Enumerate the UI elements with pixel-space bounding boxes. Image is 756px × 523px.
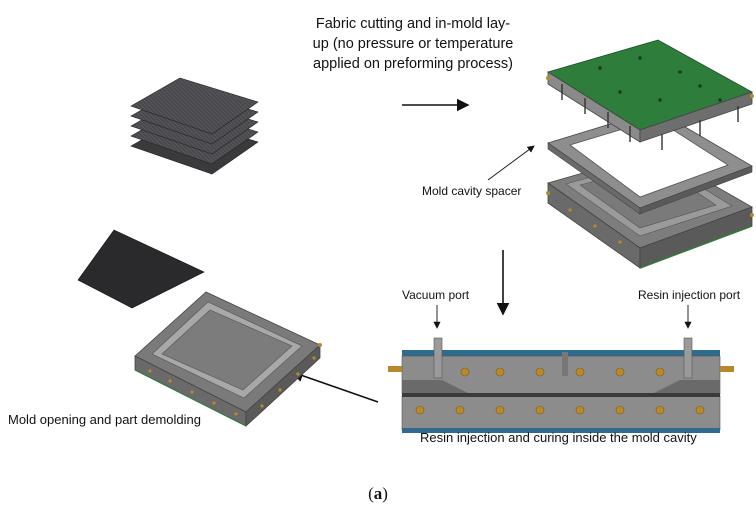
- arrow-to-demold: [290, 369, 379, 403]
- panel-label-letter: a: [373, 484, 383, 503]
- step-layup-line-3: applied on preforming process): [313, 56, 513, 72]
- step-layup-line-1: Fabric cutting and in-mold lay-: [315, 16, 511, 32]
- step-layup-label: Fabric cutting and in-mold lay- up (no p…: [278, 14, 548, 74]
- mold-cavity-spacer: [547, 109, 753, 215]
- vacuum-port-label: Vacuum port: [402, 288, 470, 302]
- exploded-mold: [546, 39, 754, 269]
- mold-top-plate: [546, 39, 754, 244]
- spacer-callout-arrow: [487, 145, 535, 181]
- mold-cross-section: [388, 337, 734, 433]
- step-layup-line-2: up (no pressure or temperature: [312, 36, 514, 52]
- step-injection-label: Resin injection and curing inside the mo…: [420, 430, 697, 445]
- demolded-part: [77, 229, 205, 309]
- step-demold-label: Mold opening and part demolding: [8, 412, 201, 427]
- open-mold-bottom: [134, 291, 322, 427]
- resin-injection-port-label: Resin injection port: [638, 288, 741, 302]
- fabric-stack: [130, 77, 259, 175]
- panel-label-close: ): [382, 484, 388, 503]
- panel-label-open: (: [368, 484, 374, 503]
- panel-label: (a): [0, 484, 756, 503]
- mold-cavity-spacer-label: Mold cavity spacer: [422, 184, 522, 198]
